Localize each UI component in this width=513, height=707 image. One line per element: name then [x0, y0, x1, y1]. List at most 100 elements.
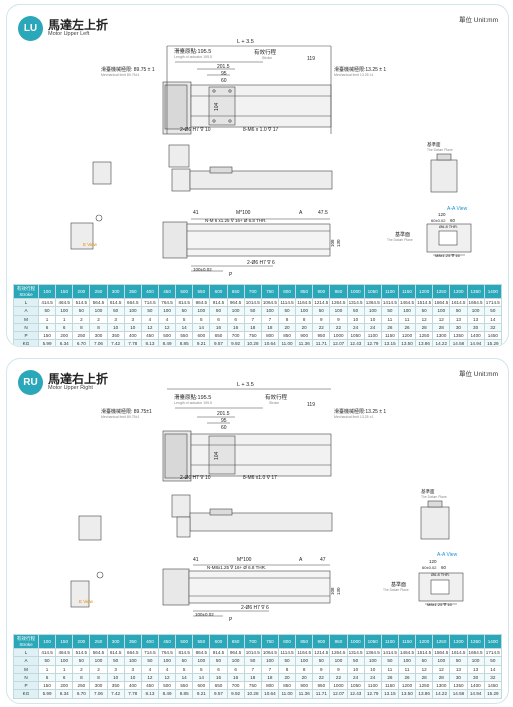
table-cell: 1364.5: [363, 647, 382, 658]
table-cell: 22: [329, 322, 348, 333]
table-cell: 12: [157, 322, 177, 333]
table-cell: 100: [363, 656, 382, 666]
unit-label: 單位 Unit:mm: [459, 17, 498, 24]
table-cell: 9.92: [226, 689, 245, 699]
table-cell: 914.5: [209, 647, 228, 658]
dim-slide-origin: 滑臺原點:195.5: [174, 47, 211, 55]
table-cell: 600: [192, 681, 211, 691]
e-view-label: E View: [79, 599, 94, 604]
table-cell: 10: [123, 322, 142, 333]
table-cell: 50: [312, 306, 331, 316]
table-cell: 50: [140, 306, 159, 316]
table-cell: 7.78: [123, 339, 142, 346]
table-cell: 7.06: [89, 339, 108, 346]
aa-section-labels: A-A View 120 60 60±0.02 Ø6.8 THR. M8x1.2…: [387, 206, 468, 258]
mech-limit-right: 滑臺機械極限:13.25 ± 1: [334, 408, 386, 415]
stroke-header-cell: 550: [192, 634, 211, 649]
table-cell: 14.58: [449, 689, 468, 699]
table-cell: 13: [466, 314, 485, 324]
table-cell: 1150: [380, 681, 399, 691]
stroke-header-cell: 600: [209, 634, 228, 649]
stroke-header-cell: 200: [72, 634, 91, 649]
table-cell: 13.50: [397, 339, 417, 346]
table-cell: 150: [37, 681, 57, 691]
table-cell: 1100: [363, 331, 382, 341]
end-view: [92, 153, 458, 193]
table-cell: 1714.5: [483, 647, 503, 658]
table-cell: 50: [277, 306, 297, 316]
mech-limit-right-en: Mechanical limit 13.25 ±1: [334, 415, 374, 419]
dim-60b: 60: [450, 218, 456, 223]
table-cell: 6: [37, 322, 57, 333]
table-cell: 614.5: [106, 647, 125, 658]
table-cell: 900: [295, 331, 314, 341]
table-cell: 750: [243, 681, 262, 691]
dim-201: 201.5: [217, 64, 230, 70]
top-view: [162, 388, 332, 482]
table-cell: 1664.5: [466, 647, 485, 658]
dim-130: 130: [336, 587, 341, 595]
stroke-header-cell: 1000: [346, 634, 365, 649]
table-cell: 13: [466, 664, 485, 674]
stroke-header-cell: 750: [260, 284, 279, 299]
table-cell: 50: [415, 306, 434, 316]
table-cell: 12.07: [329, 339, 348, 346]
table-cell: 9: [312, 664, 331, 674]
table-cell: 1214.5: [312, 647, 331, 658]
thread-spec: N-M8x1.25 ∇ 16+ Ø 6.8 THR.: [207, 565, 266, 570]
table-cell: 8: [72, 322, 91, 333]
dim-slide-origin-en: Length of actuator 195.5: [174, 55, 212, 59]
dim-120: 120: [438, 212, 446, 217]
table-cell: 9.92: [226, 339, 245, 346]
stroke-header-cell: 650: [226, 284, 245, 299]
table-cell: 400: [123, 681, 142, 691]
section-code-badge: LU: [18, 16, 43, 41]
table-cell: 50: [449, 306, 468, 316]
table-cell: 11.71: [312, 339, 331, 346]
table-cell: 1450: [483, 331, 503, 341]
table-cell: 10: [363, 314, 382, 324]
table-cell: 8.85: [175, 339, 194, 346]
table-cell: 1200: [397, 331, 417, 341]
stroke-header-cell: 1300: [449, 284, 468, 299]
stroke-header-cell: 150: [55, 284, 74, 299]
table-cell: 13: [449, 314, 468, 324]
table-cell: 6: [209, 314, 228, 324]
stroke-header-cell: 250: [89, 634, 108, 649]
stroke-header-cell: 1100: [380, 284, 399, 299]
table-cell: 4: [140, 664, 159, 674]
table-cell: 12.43: [346, 689, 365, 699]
table-cell: 100: [123, 656, 142, 666]
table-cell: 50: [72, 656, 91, 666]
table-cell: 200: [55, 681, 74, 691]
table-cell: 100: [226, 656, 245, 666]
table-cell: 250: [72, 331, 91, 341]
table-cell: 1200: [397, 681, 417, 691]
mech-limit-left: 滑臺機械極限: 89.75 ± 1: [101, 66, 155, 73]
table-cell: 1100: [363, 681, 382, 691]
dim-100: 100±0.02: [195, 612, 214, 617]
stroke-header-cell: 750: [260, 634, 279, 649]
table-cell: 20: [295, 322, 314, 333]
table-cell: 1114.5: [277, 297, 297, 308]
stroke-header-cell: 1250: [432, 634, 451, 649]
table-cell: 950: [312, 681, 331, 691]
row-label: P: [13, 331, 39, 341]
table-cell: 50: [346, 656, 365, 666]
mech-limit-left-en: Mechanical limit 89.75±1: [101, 73, 140, 77]
stroke-header-cell: 500: [175, 634, 194, 649]
dim-95: 95: [221, 418, 227, 424]
dim-effective-stroke: 有效行程: [265, 393, 288, 401]
pin-spec: 2-Ø6 H7 ∇ 6: [247, 260, 275, 266]
dim-60: 60: [221, 78, 227, 84]
e-view: [70, 214, 103, 250]
table-cell: 1164.5: [295, 647, 314, 658]
table-cell: 414.5: [37, 297, 57, 308]
stroke-header-cell: 1050: [363, 284, 382, 299]
table-cell: 1014.5: [243, 297, 262, 308]
stroke-header-cell: 1050: [363, 634, 382, 649]
dim-l: L + 3.5: [237, 382, 254, 388]
table-cell: 50: [209, 656, 228, 666]
